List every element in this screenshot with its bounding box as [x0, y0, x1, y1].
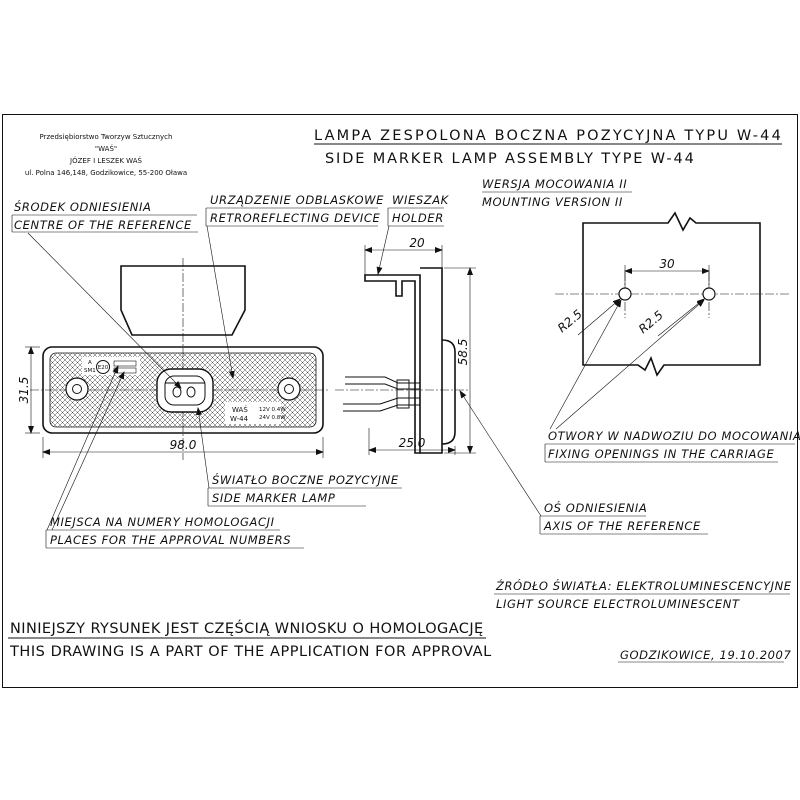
footer: NINIEJSZY RYSUNEK JEST CZĘŚCIĄ WNIOSKU O… [8, 619, 791, 663]
height-dimension: 31.5 [17, 377, 31, 404]
company-address: ul. Polna 146,148, Godzikowice, 55-200 O… [25, 169, 187, 177]
title-polish: LAMPA ZESPOLONA BOCZNA POZYCYJNA TYPU W-… [314, 128, 782, 144]
light-source-en: LIGHT SOURCE ELECTROLUMINESCENT [496, 597, 740, 611]
depth-dimension: 25.0 [399, 436, 426, 450]
place-date: GODZIKOWICE, 19.10.2007 [620, 648, 791, 662]
fixing-hole-right [702, 287, 716, 301]
mounting-label-en: MOUNTING VERSION II [482, 195, 623, 209]
approval-note-pl: NINIEJSZY RYSUNEK JEST CZĘŚCIĄ WNIOSKU O… [10, 619, 484, 637]
approval-number-box-1 [113, 360, 137, 367]
fixing-pl: OTWORY W NADWOZIU DO MOCOWANIA [548, 429, 800, 443]
label-retroreflecting-device: URZĄDZENIE ODBLASKOWE RETROREFLECTING DE… [205, 193, 384, 379]
label-fixing-openings: OTWORY W NADWOZIU DO MOCOWANIA FIXING OP… [544, 299, 800, 463]
total-height-dimension: 58.5 [456, 339, 470, 366]
drawing-frame [2, 114, 798, 688]
type-plate: WAŚ W-44 12V 0.4W 24V 0.8W [225, 402, 286, 424]
fixing-en: FIXING OPENINGS IN THE CARRIAGE [548, 447, 774, 461]
code-sm: SM1 [84, 368, 96, 374]
label-approval-places: MIEJSCA NA NUMERY HOMOLOGACJI PLACES FOR… [45, 365, 304, 549]
mounting-view: 30 R2.5 R2.5 WERSJA MOCOWANIA II MOUNTIN… [482, 177, 790, 377]
radius-left: R2.5 [555, 307, 585, 335]
width-dimension: 98.0 [170, 438, 197, 452]
title-block: LAMPA ZESPOLONA BOCZNA POZYCYJNA TYPU W-… [314, 128, 782, 167]
cable-gland [396, 379, 410, 409]
label-holder: WIESZAK HOLDER [376, 193, 450, 275]
fixing-hole-left [618, 287, 632, 301]
holder-bracket [364, 274, 421, 454]
plate-24v: 24V 0.8W [259, 415, 286, 421]
holder-leader [376, 225, 390, 275]
radius-leader-right [657, 298, 705, 337]
retroreflector-leader [206, 225, 235, 379]
title-english: SIDE MARKER LAMP ASSEMBLY TYPE W-44 [325, 151, 695, 167]
side-view: 20 25.0 58.5 [335, 236, 476, 455]
reference-centre-leader [27, 232, 182, 389]
hole-spacing-dimension: 30 [659, 257, 675, 271]
label-centre-of-reference: ŚRODEK ODNIESIENIA CENTRE OF THE REFEREN… [11, 199, 198, 389]
side-marker-pl: ŚWIATŁO BOCZNE POZYCYJNE [212, 472, 399, 487]
holder-en: HOLDER [392, 211, 444, 225]
lens-outline [42, 346, 324, 434]
front-view: A SM1 E20 WAŚ W-44 12V 0.4W 24V 0.8W 98.… [17, 258, 330, 460]
mounting-hole-left [65, 377, 89, 401]
reference-centre-en: CENTRE OF THE REFERENCE [14, 218, 192, 232]
holder-pl: WIESZAK [392, 193, 450, 207]
radius-leader-left [577, 298, 621, 336]
label-side-marker-lamp: ŚWIATŁO BOCZNE POZYCYJNE SIDE MARKER LAM… [195, 407, 402, 507]
housing-body [120, 265, 246, 336]
axis-pl: OŚ ODNIESIENIA [544, 500, 647, 515]
approval-places-en: PLACES FOR THE APPROVAL NUMBERS [50, 533, 291, 547]
approval-circle [96, 360, 110, 374]
plate-brand: WAŚ [232, 405, 248, 414]
side-marker-en: SIDE MARKER LAMP [212, 491, 335, 505]
side-marker-leader [195, 407, 210, 489]
label-light-source: ŹRÓDŁO ŚWIATŁA: ELEKTROLUMINESCENCYJNE L… [494, 578, 792, 611]
mounting-hole-right-inner [284, 384, 294, 394]
company-owners: JÓZEF I LESZEK WAŚ [69, 156, 142, 165]
company-brand: "WAŚ" [95, 144, 117, 153]
carriage-panel [582, 211, 761, 377]
label-axis-of-reference: OŚ ODNIESIENIA AXIS OF THE REFERENCE [459, 390, 708, 535]
light-window [156, 368, 214, 413]
axis-leader [459, 390, 542, 517]
fixing-leader-right [555, 299, 705, 430]
approval-leader-1 [46, 365, 119, 531]
approval-marking: A SM1 E20 [82, 357, 140, 375]
housing-side [420, 267, 443, 454]
approval-places-pl: MIEJSCA NA NUMERY HOMOLOGACJI [50, 515, 275, 529]
approval-note-en: THIS DRAWING IS A PART OF THE APPLICATIO… [9, 644, 492, 660]
light-window-inner [164, 375, 206, 406]
approval-mark: E20 [98, 365, 109, 371]
axis-en: AXIS OF THE REFERENCE [543, 519, 701, 533]
retroreflector-en: RETROREFLECTING DEVICE [210, 211, 380, 225]
cable-lower [343, 397, 420, 405]
lens-side [441, 339, 456, 445]
plate-12v: 12V 0.4W [259, 407, 286, 413]
approval-leader-2 [51, 371, 125, 531]
plate-model: W-44 [230, 415, 249, 423]
mounting-hole-left-inner [72, 384, 82, 394]
mounting-label-pl: WERSJA MOCOWANIA II [482, 177, 627, 191]
company-name: Przedsiębiorstwo Tworzyw Sztucznych [40, 133, 173, 141]
led-right [186, 386, 196, 398]
reference-centre-pl: ŚRODEK ODNIESIENIA [14, 199, 151, 214]
mounting-hole-right [277, 377, 301, 401]
light-source-pl: ŹRÓDŁO ŚWIATŁA: ELEKTROLUMINESCENCYJNE [495, 578, 792, 593]
radius-right: R2.5 [636, 308, 666, 336]
company-block: Przedsiębiorstwo Tworzyw Sztucznych "WAŚ… [25, 133, 187, 177]
retroreflector-pl: URZĄDZENIE ODBLASKOWE [210, 193, 384, 207]
holder-width-dimension: 20 [409, 236, 425, 250]
fixing-leader-left [549, 299, 622, 430]
code-a: A [88, 360, 92, 366]
